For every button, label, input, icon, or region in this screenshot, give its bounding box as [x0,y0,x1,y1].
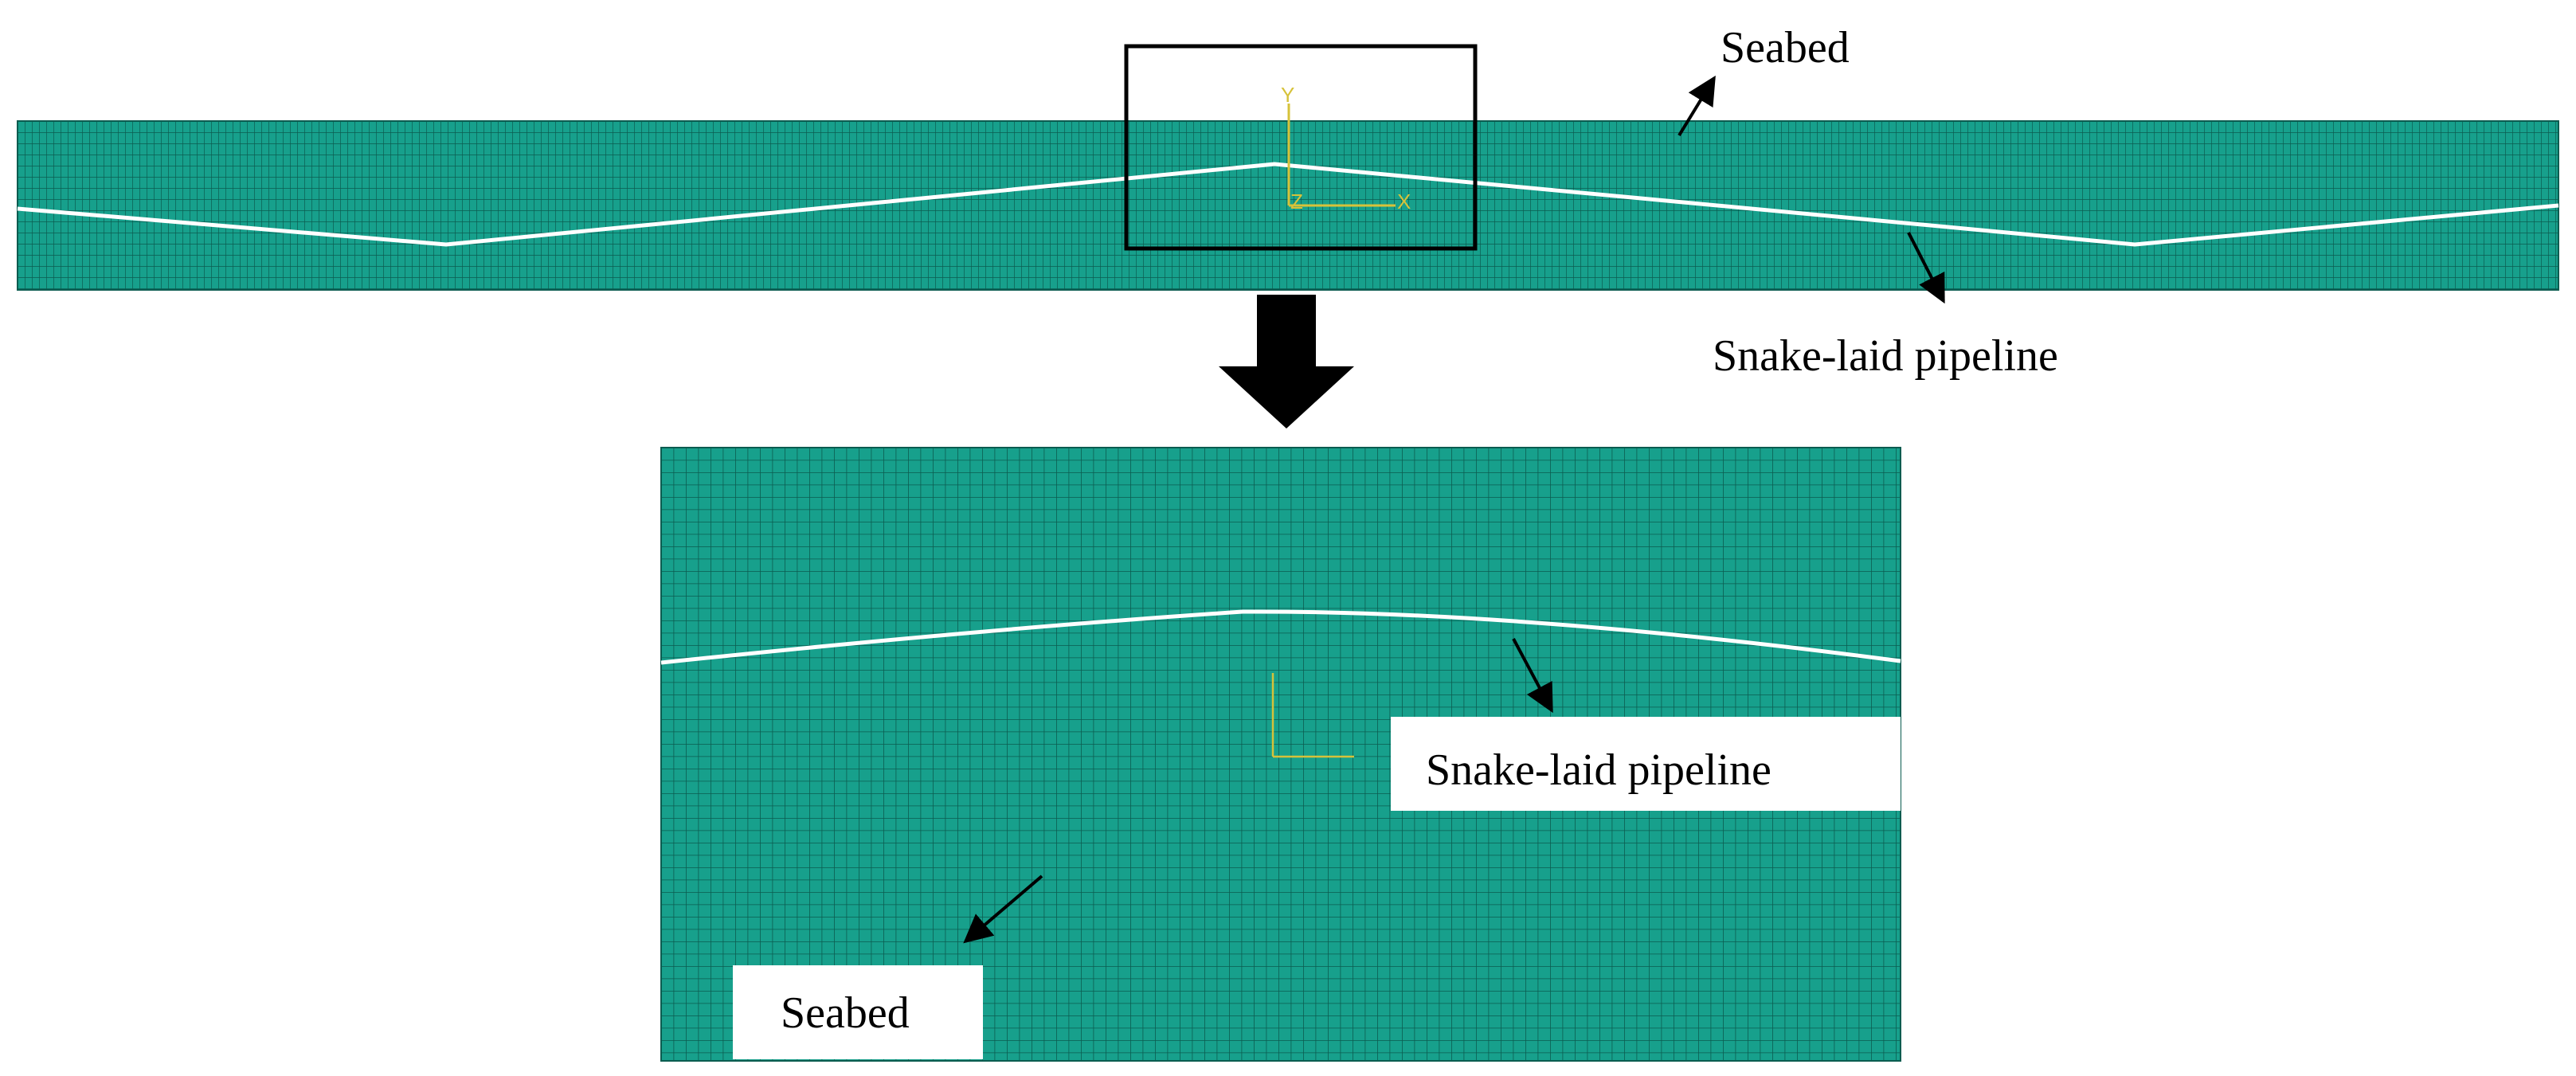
pipeline-label-zoom: Snake-laid pipeline [1426,745,1771,795]
zoom-down-arrow [1219,295,1354,428]
zoom-selection-box [1124,44,1478,251]
pipeline-curve-top [17,162,2559,247]
axis-z-label-top: Z [1290,190,1303,213]
seabed-arrow-zoom [963,874,1043,944]
pipeline-arrow-top [1907,232,1945,304]
pipeline-label-box-zoom [1391,717,1901,811]
seabed-arrow-top [1678,75,1716,137]
seabed-label-top: Seabed [1721,23,1850,72]
axes-triad-zoom [1271,673,1354,758]
axes-triad-top [1287,104,1396,207]
pipeline-curve-zoom [660,609,1901,665]
seabed-label-box-zoom [733,965,983,1059]
axis-x-label-top: X [1397,190,1411,213]
axis-y-label-top: Y [1281,83,1294,107]
pipeline-label-top: Snake-laid pipeline [1713,331,2058,381]
pipeline-arrow-zoom [1512,638,1553,714]
seabed-label-zoom: Seabed [781,988,910,1038]
